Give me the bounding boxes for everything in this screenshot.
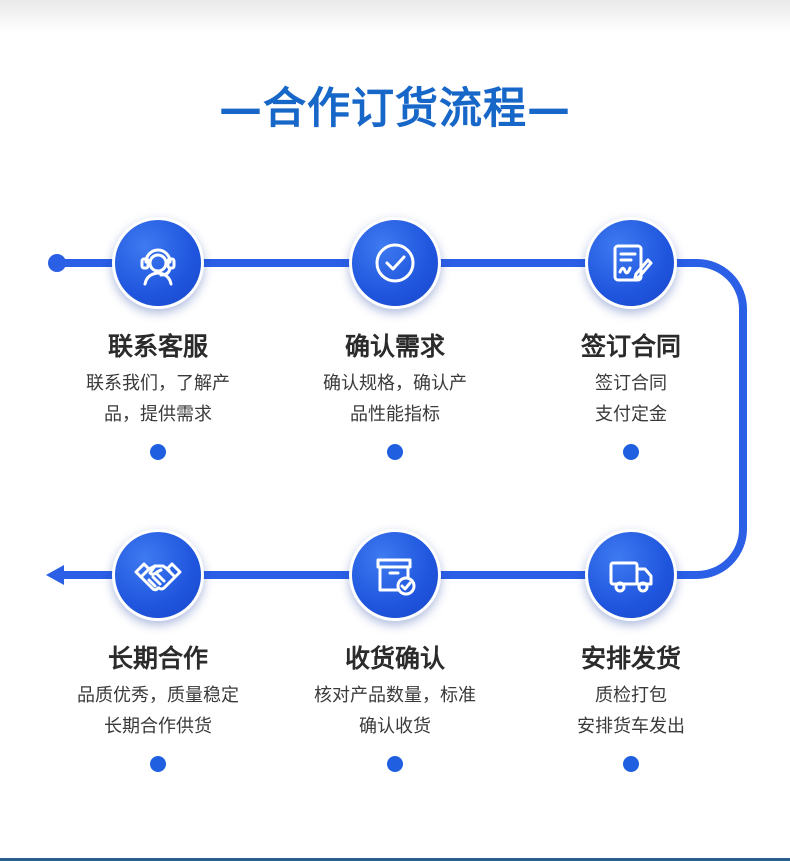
package-check-icon	[376, 558, 416, 596]
bottom-bar	[0, 858, 790, 861]
flow-path	[57, 259, 747, 579]
step-1-desc: 联系我们，了解产 品，提供需求	[48, 368, 268, 430]
step-4-desc-line-1: 质检打包	[595, 685, 667, 706]
step-1-dot	[150, 444, 166, 460]
delivery-truck-icon	[609, 561, 653, 593]
step-2-desc: 确认规格，确认产 品性能指标	[285, 368, 505, 430]
step-6-desc-line-2: 长期合作供货	[104, 716, 212, 737]
step-2-icon-circle	[349, 217, 441, 309]
handshake-icon	[134, 562, 182, 592]
flow-end-arrow	[46, 565, 64, 585]
step-6-icon-circle	[112, 529, 204, 621]
sign-contract-icon	[613, 244, 653, 282]
customer-service-icon	[140, 248, 176, 286]
step-5-icon-circle	[349, 529, 441, 621]
page-title: —合作订货流程—	[219, 84, 571, 134]
step-3-title: 签订合同	[580, 332, 681, 361]
step-2: 确认需求 确认规格，确认产 品性能指标	[285, 330, 505, 430]
step-4-icon-circle	[585, 529, 677, 621]
step-5-desc-line-1: 核对产品数量，标准	[314, 685, 476, 706]
step-5-desc: 核对产品数量，标准 确认收货	[285, 680, 505, 742]
step-5-desc-line-2: 确认收货	[359, 716, 431, 737]
step-4-desc: 质检打包 安排货车发出	[521, 680, 741, 742]
check-circle-icon	[375, 243, 415, 283]
top-shade	[0, 0, 790, 32]
step-2-desc-line-2: 品性能指标	[350, 404, 440, 425]
step-6-desc: 品质优秀，质量稳定 长期合作供货	[48, 680, 268, 742]
step-1-desc-line-1: 联系我们，了解产	[86, 373, 230, 394]
step-4: 安排发货 质检打包 安排货车发出	[521, 642, 741, 742]
step-3-desc-line-1: 签订合同	[595, 373, 667, 394]
step-4-dot	[623, 756, 639, 772]
step-3-icon-circle	[585, 217, 677, 309]
step-5: 收货确认 核对产品数量，标准 确认收货	[285, 642, 505, 742]
step-1-title: 联系客服	[107, 332, 208, 361]
step-3-desc: 签订合同 支付定金	[521, 368, 741, 430]
step-2-dot	[387, 444, 403, 460]
step-1: 联系客服 联系我们，了解产 品，提供需求	[48, 330, 268, 430]
step-3: 签订合同 签订合同 支付定金	[521, 330, 741, 430]
step-3-desc-line-2: 支付定金	[595, 404, 667, 425]
step-4-title: 安排发货	[580, 644, 681, 673]
step-1-icon-circle	[112, 217, 204, 309]
step-6-dot	[150, 756, 166, 772]
step-6-title: 长期合作	[107, 644, 208, 673]
step-4-desc-line-2: 安排货车发出	[577, 716, 685, 737]
step-3-dot	[623, 444, 639, 460]
step-2-desc-line-1: 确认规格，确认产	[323, 373, 467, 394]
step-2-title: 确认需求	[344, 332, 445, 361]
step-6-desc-line-1: 品质优秀，质量稳定	[77, 685, 239, 706]
step-5-dot	[387, 756, 403, 772]
step-6: 长期合作 品质优秀，质量稳定 长期合作供货	[48, 642, 268, 742]
step-1-desc-line-2: 品，提供需求	[104, 404, 212, 425]
step-5-title: 收货确认	[344, 644, 445, 673]
